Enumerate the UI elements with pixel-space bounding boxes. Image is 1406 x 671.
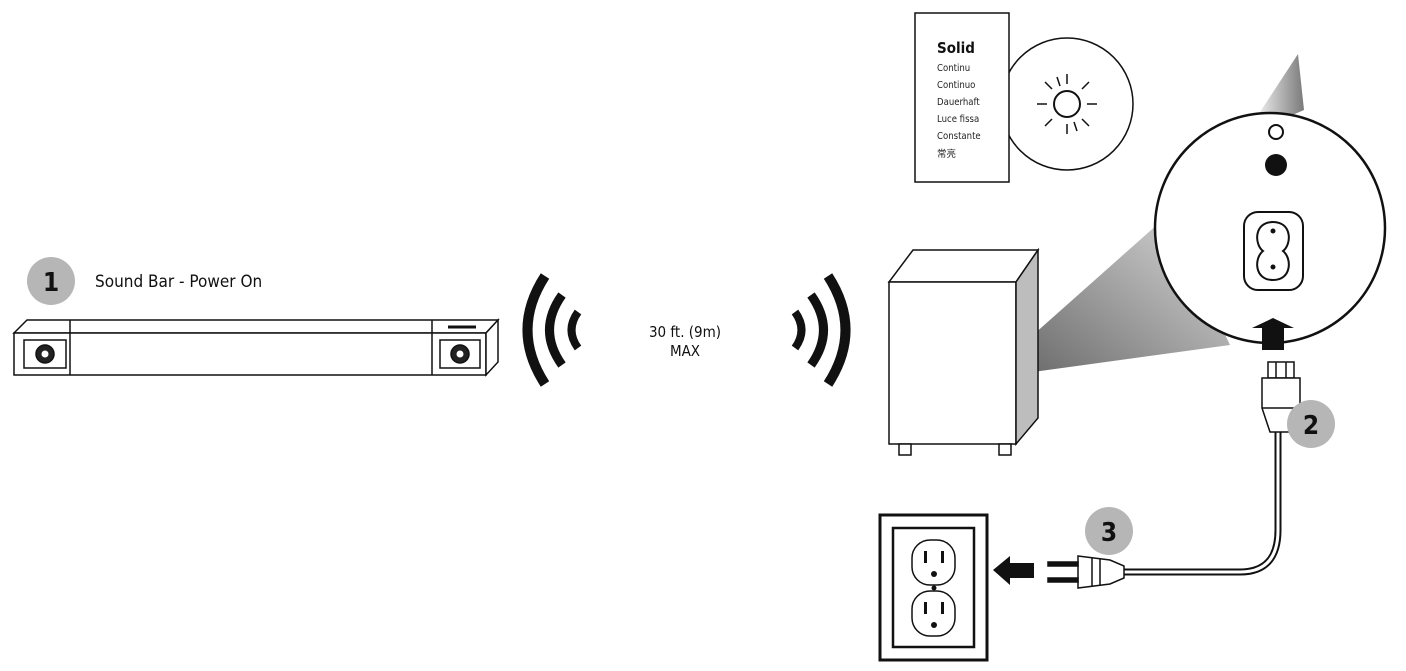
step-2-badge — [1287, 400, 1335, 448]
led-status-translation: Luce fissa — [937, 114, 979, 125]
arrow-icon — [993, 556, 1034, 585]
led-status-translation: Constante — [937, 131, 981, 142]
led-status-translation: Dauerhaft — [937, 97, 980, 108]
led-status-translation: 常亮 — [937, 148, 956, 160]
connect-button — [1265, 154, 1287, 176]
led-light-icon — [1000, 37, 1134, 171]
step-2-number: 2 — [1303, 411, 1319, 441]
step-2: 2 — [1287, 400, 1335, 448]
zoom-beam-led — [1260, 54, 1304, 128]
wall-outlet-icon — [878, 513, 989, 662]
wireless-waves-icon — [522, 273, 582, 387]
led-status-translation: Continu — [937, 63, 970, 74]
wireless-waves-icon — [791, 273, 851, 387]
range-max: MAX — [670, 342, 700, 360]
step-3: 3 — [1085, 507, 1133, 555]
led-status-card: Solid Continu Continuo Dauerhaft Luce fi… — [914, 12, 1010, 183]
power-plug-icon — [1047, 555, 1125, 589]
led-status-title: Solid — [937, 39, 975, 57]
step-1: 1 Sound Bar - Power On — [27, 257, 262, 305]
led-indicator — [1268, 124, 1284, 140]
step-1-number: 1 — [43, 268, 59, 298]
step-1-badge — [27, 257, 75, 305]
power-cord — [1120, 432, 1282, 576]
range-distance: 30 ft. (9m) — [649, 323, 721, 341]
sound-bar — [12, 318, 500, 377]
step-3-badge — [1085, 507, 1133, 555]
rear-panel-zoom — [1153, 111, 1387, 345]
led-status-translation: Continuo — [937, 80, 975, 91]
step-1-label: Sound Bar - Power On — [95, 272, 262, 292]
arrow-icon — [1252, 318, 1294, 350]
subwoofer — [887, 247, 1040, 456]
step-3-number: 3 — [1101, 518, 1117, 548]
